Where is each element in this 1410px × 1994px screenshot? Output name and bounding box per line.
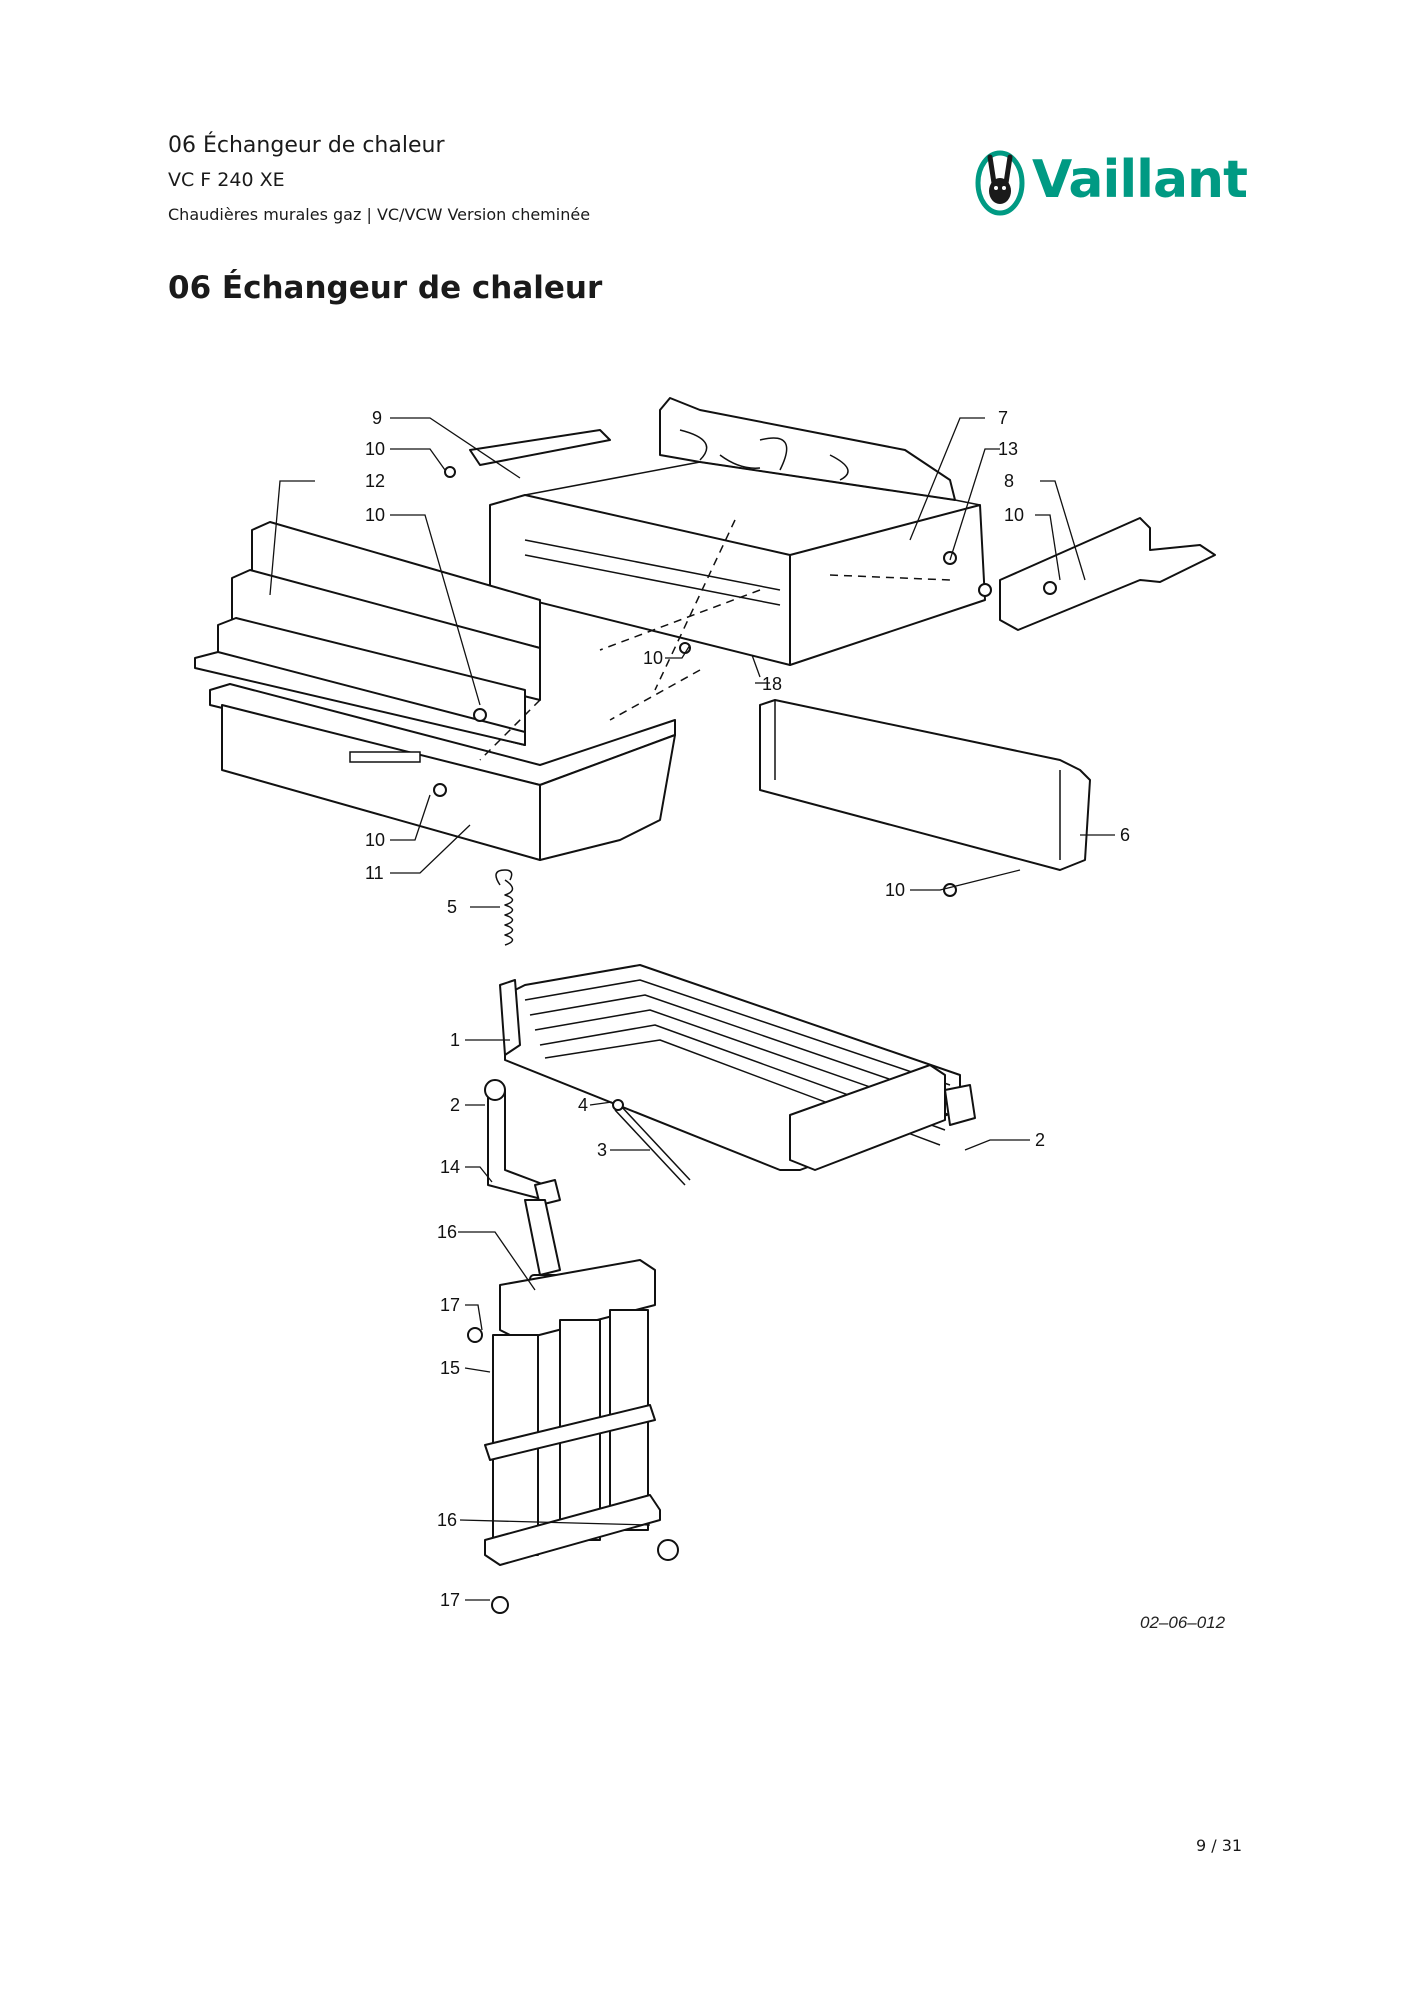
label-7: 7 <box>998 408 1008 428</box>
label-17b: 17 <box>440 1590 460 1610</box>
label-1: 1 <box>450 1030 460 1050</box>
label-12: 12 <box>365 471 385 491</box>
label-3: 3 <box>597 1140 607 1160</box>
label-15: 15 <box>440 1358 460 1378</box>
label-10f: 10 <box>885 880 905 900</box>
secondary-exchanger-drawing <box>467 1079 679 1614</box>
label-10a: 10 <box>365 439 385 459</box>
label-2a: 2 <box>450 1095 460 1115</box>
label-10d: 10 <box>643 648 663 668</box>
label-8: 8 <box>1004 471 1014 491</box>
label-11: 11 <box>365 863 384 883</box>
heat-exchanger-drawing <box>495 869 976 1186</box>
page-title: 06 Échangeur de chaleur <box>168 270 603 306</box>
header-model: VC F 240 XE <box>168 169 285 191</box>
page-number: 9 / 31 <box>1196 1836 1243 1855</box>
label-10e: 10 <box>365 830 385 850</box>
drawing-reference: 02–06–012 <box>1140 1613 1226 1632</box>
label-2b: 2 <box>1035 1130 1045 1150</box>
leader-lines <box>269 417 1115 1601</box>
label-16b: 16 <box>437 1510 457 1530</box>
vaillant-logo: Vaillant <box>972 143 1248 217</box>
label-10b: 10 <box>365 505 385 525</box>
label-18: 18 <box>762 674 782 694</box>
header-section: 06 Échangeur de chaleur <box>168 133 445 158</box>
label-10c: 10 <box>1004 505 1024 525</box>
label-5: 5 <box>447 897 457 917</box>
logo-wordmark: Vaillant <box>1032 150 1248 210</box>
label-4: 4 <box>578 1095 588 1115</box>
hare-logo-icon <box>975 150 1025 216</box>
combustion-chamber-drawing <box>194 397 1216 897</box>
label-13: 13 <box>998 439 1018 459</box>
label-6: 6 <box>1120 825 1130 845</box>
header-subtitle: Chaudières murales gaz | VC/VCW Version … <box>168 205 591 224</box>
label-17a: 17 <box>440 1295 460 1315</box>
label-14: 14 <box>440 1157 460 1177</box>
callout-labels: 9 10 12 10 7 13 8 10 10 18 10 11 6 10 5 … <box>365 408 1130 1610</box>
label-16a: 16 <box>437 1222 457 1242</box>
label-9: 9 <box>372 408 382 428</box>
